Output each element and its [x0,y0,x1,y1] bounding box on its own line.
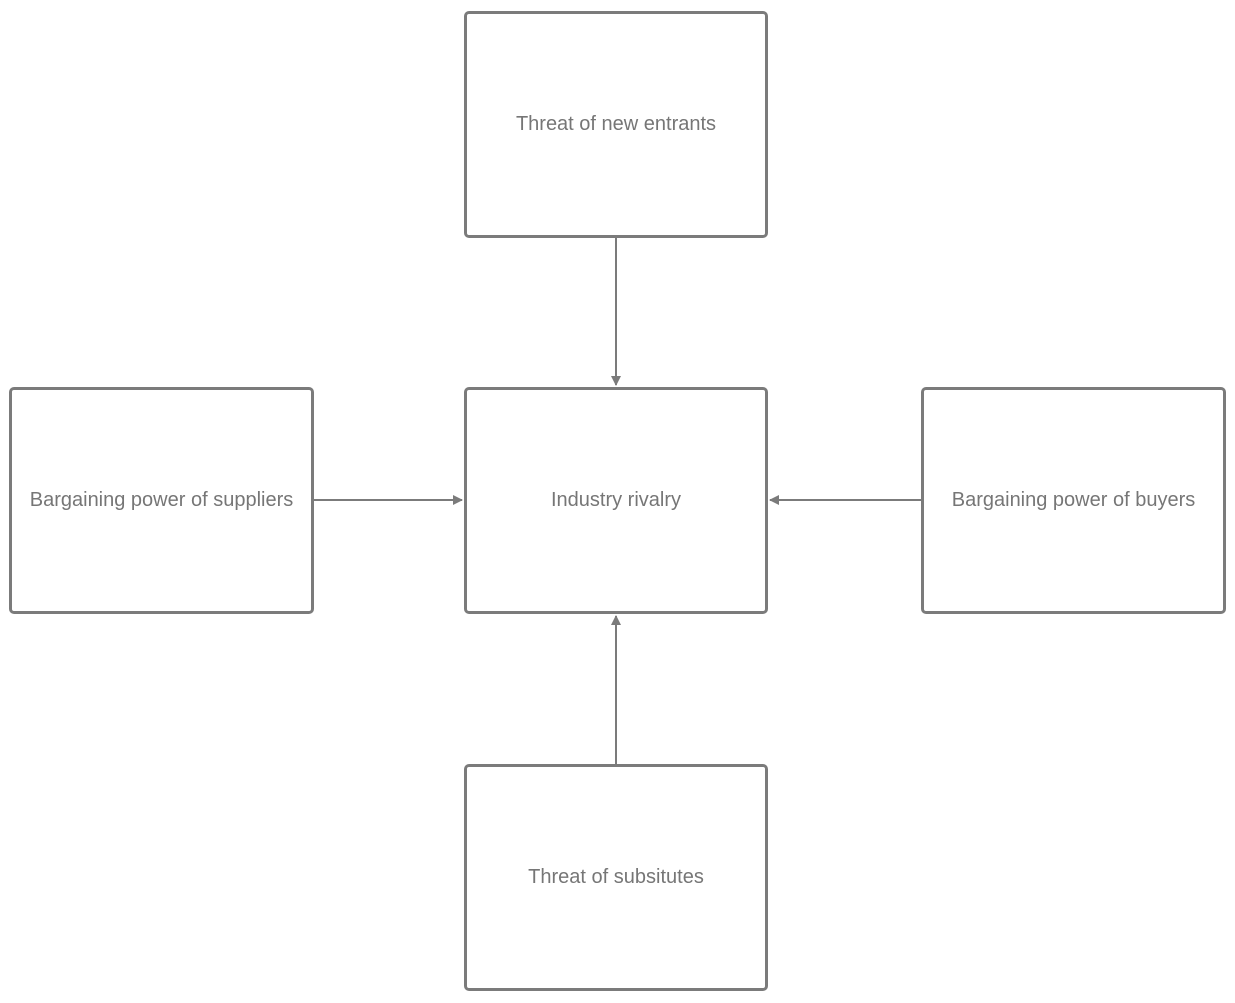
node-bargaining-power-of-suppliers[interactable]: Bargaining power of suppliers [9,387,314,614]
node-bargaining-power-of-buyers[interactable]: Bargaining power of buyers [921,387,1226,614]
node-industry-rivalry[interactable]: Industry rivalry [464,387,768,614]
node-label: Bargaining power of buyers [951,489,1196,511]
node-threat-of-new-entrants[interactable]: Threat of new entrants [464,11,768,238]
node-label: Threat of new entrants [515,113,717,135]
node-label: Bargaining power of suppliers [29,489,294,511]
node-threat-of-substitutes[interactable]: Threat of subsitutes [464,764,768,991]
node-label: Industry rivalry [550,489,682,511]
node-label: Threat of subsitutes [528,866,704,888]
